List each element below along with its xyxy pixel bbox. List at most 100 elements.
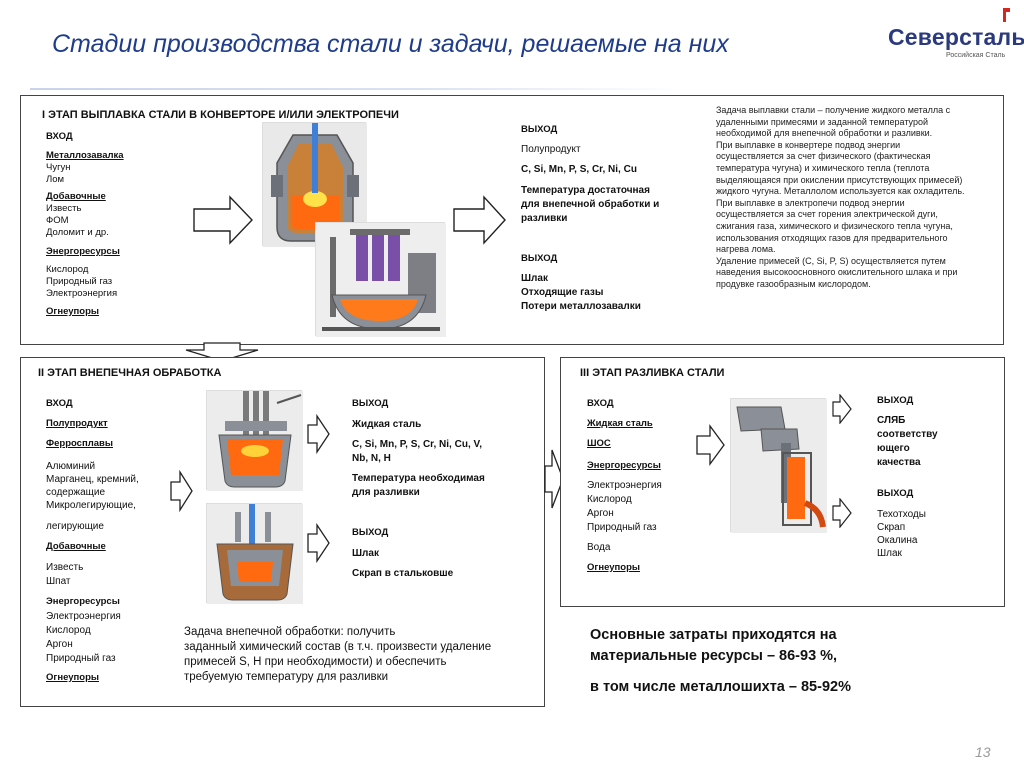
- stage2-ferroalloys-item: содержащие: [46, 487, 106, 498]
- stage3-output2-item: Окалина: [877, 535, 918, 546]
- stage2-output1-header: ВЫХОД: [352, 398, 389, 409]
- stage1-output1-item: Температура достаточная: [521, 185, 650, 196]
- stage1-description-line: температура чугуна) и химического тепла …: [716, 162, 930, 173]
- stage3-output1-arrow-icon: [832, 394, 852, 424]
- stage1-description-line: нагрева лома.: [716, 244, 776, 255]
- stage1-title: I ЭТАП ВЫПЛАВКА СТАЛИ В КОНВЕРТОРЕ И/ИЛИ…: [42, 109, 399, 121]
- stage3-energy-item: Природный газ: [587, 522, 657, 533]
- stage1-description-line: использования отходящих газов для предва…: [716, 232, 948, 243]
- stage3-title: III ЭТАП РАЗЛИВКА СТАЛИ: [580, 367, 725, 379]
- stage1-description-line: Удаление примесей (C, Si, P, S) осуществ…: [716, 255, 946, 266]
- stage2-task-line: Задача внепечной обработки: получить: [184, 626, 396, 638]
- stage1-energy-item: Кислород: [46, 264, 89, 275]
- stage3-shos: ШОС: [587, 438, 611, 449]
- stage2-ferroalloys-item: Алюминий: [46, 461, 96, 472]
- summary-line: Основные затраты приходятся на: [590, 627, 837, 643]
- stage1-output1-item: разливки: [521, 213, 568, 224]
- caster-illustration: [730, 398, 827, 533]
- stage1-energy-item: Природный газ: [46, 276, 113, 287]
- stage2-output2-arrow-icon: [307, 523, 330, 563]
- stage1-output1-item: для внепечной обработки и: [521, 199, 660, 210]
- stage1-description-line: При выплавке в конвертере подвод энергии: [716, 139, 901, 150]
- stage2-to-stage3-arrow-icon: [544, 449, 564, 509]
- stage1-input-header: ВХОД: [46, 131, 73, 142]
- stage1-description-line: сжигания газа, химического и физического…: [716, 220, 953, 231]
- stage2-semi-product: Полупродукт: [46, 418, 108, 429]
- summary-line: в том числе металлошихта – 85-92%: [590, 679, 851, 695]
- stage3-output1-item: соответству: [877, 429, 938, 440]
- stage2-additives-title: Добавочные: [46, 541, 106, 552]
- stage1-description-line: продувке газообразным кислородом.: [716, 278, 871, 289]
- stage-transition-arrow-icon: [185, 342, 259, 362]
- stage1-panel: [20, 95, 1004, 345]
- stage2-ferroalloys-title: Ферросплавы: [46, 438, 113, 449]
- stage1-output2-item: Потери металлозавалки: [521, 301, 641, 312]
- stage2-energy-item: Аргон: [46, 639, 73, 650]
- stage3-output2-arrow-icon: [832, 498, 852, 528]
- stage1-energy-title: Энергоресурсы: [46, 246, 120, 257]
- stage2-task-line: примесей S, H при необходимости) и обесп…: [184, 656, 447, 668]
- stage2-energy-item: Кислород: [46, 625, 91, 636]
- stage3-output1-header: ВЫХОД: [877, 395, 914, 406]
- stage1-output2-header: ВЫХОД: [521, 253, 558, 264]
- stage3-water: Вода: [587, 542, 611, 553]
- stage2-ferroalloys-item: Марганец, кремний,: [46, 474, 139, 485]
- page-title: Стадии производства стали и задачи, реша…: [52, 30, 729, 58]
- stage2-task: Задача внепечной обработки: получить зад…: [184, 625, 544, 685]
- stage1-output-arrow-icon: [453, 195, 506, 245]
- stage3-input-arrow-icon: [696, 424, 725, 466]
- stage2-output1-item: для разливки: [352, 487, 420, 498]
- logo-mark-icon: [1003, 8, 1010, 22]
- company-logo-subtitle: Российская Сталь: [946, 52, 1006, 59]
- stage3-output2-item: Шлак: [877, 548, 902, 559]
- stage3-output2-header: ВЫХОД: [877, 488, 914, 499]
- stage2-additives-item: Известь: [46, 562, 84, 573]
- stage1-output1-item: C, Si, Mn, P, S, Cr, Ni, Cu: [521, 164, 637, 175]
- stage2-output2-item: Скрап в стальковше: [352, 568, 454, 579]
- stage2-alloying: легирующие: [46, 521, 104, 532]
- stage1-description-line: наведения высокоосновного окислительного…: [716, 267, 958, 278]
- stage2-output2-item: Шлак: [352, 548, 379, 559]
- stage1-output2-item: Отходящие газы: [521, 287, 604, 298]
- stage1-description: Задача выплавки стали – получение жидког…: [716, 105, 1000, 291]
- stage3-refractory: Огнеупоры: [587, 562, 640, 573]
- stage3-output2-item: Скрап: [877, 522, 906, 533]
- stage1-description-line: При выплавке в электропечи подвод энерги…: [716, 197, 905, 208]
- stage1-charge-item: Лом: [46, 174, 65, 185]
- stage3-input-header: ВХОД: [587, 398, 614, 409]
- page-number: 13: [975, 744, 991, 760]
- stage1-energy-item: Электроэнергия: [46, 288, 118, 299]
- stage1-description-line: жидкого чугуна. Металлолом используется …: [716, 186, 965, 197]
- stage1-description-line: осуществляется за счет физического (факт…: [716, 151, 931, 162]
- stage1-input-arrow-icon: [193, 195, 253, 245]
- stage2-ferroalloys-item: Микролегирующие,: [46, 500, 136, 511]
- stage2-output1-item: Nb, N, H: [352, 453, 391, 464]
- stage1-description-line: осуществляется за счет горения электриче…: [716, 209, 938, 220]
- stage2-output1-item: Температура необходимая: [352, 473, 485, 484]
- stage1-description-line: выделяющаяся при окислении присутствующи…: [716, 174, 963, 185]
- stage1-description-line: необходимой для внепечной обработки и ра…: [716, 128, 933, 139]
- stage1-output1-header: ВЫХОД: [521, 124, 558, 135]
- stage2-task-line: требуемую температуру для разливки: [184, 671, 389, 683]
- stage1-additives-item: Известь: [46, 203, 82, 214]
- stage3-energy-item: Электроэнергия: [587, 480, 662, 491]
- stage1-charge-title: Металлозавалка: [46, 150, 124, 161]
- stage1-output1-item: Полупродукт: [521, 144, 581, 155]
- stage2-output1-arrow-icon: [307, 414, 330, 454]
- summary-line: материальные ресурсы – 86-93 %,: [590, 648, 838, 664]
- title-underline: [30, 88, 685, 90]
- stage2-energy-item: Электроэнергия: [46, 611, 121, 622]
- stage2-task-line: заданный химический состав (в т.ч. произ…: [184, 641, 492, 653]
- stage2-input-header: ВХОД: [46, 398, 73, 409]
- stage3-output1-item: качества: [877, 457, 921, 468]
- converter-illustration: [262, 122, 367, 247]
- stage1-refractory: Огнеупоры: [46, 306, 99, 317]
- stage3-energy-title: Энергоресурсы: [587, 460, 661, 471]
- company-logo: Северсталь: [888, 24, 1024, 50]
- stage3-liquid-steel: Жидкая сталь: [587, 418, 653, 429]
- stage1-description-line: удаленными примесями и заданной температ…: [716, 116, 928, 127]
- stage1-charge-item: Чугун: [46, 162, 71, 173]
- stage1-description-line: Задача выплавки стали – получение жидког…: [716, 105, 951, 115]
- stage3-energy-item: Кислород: [587, 494, 632, 505]
- stage1-output2-item: Шлак: [521, 273, 548, 284]
